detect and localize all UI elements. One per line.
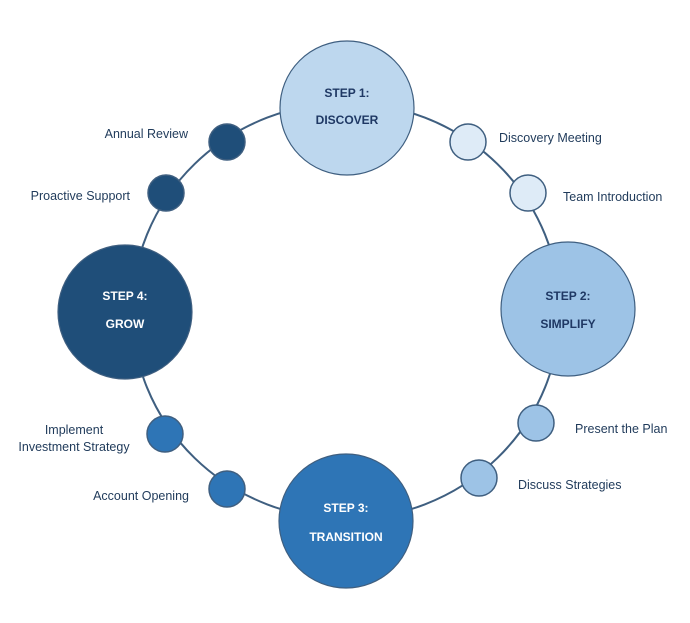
step-4-title: GROW <box>106 317 145 331</box>
node-team-introduction <box>509 174 547 212</box>
step-4-number: STEP 4: <box>102 289 147 303</box>
node-account-opening <box>208 470 246 508</box>
label-account-opening: Account Opening <box>93 489 189 503</box>
step-1-title: DISCOVER <box>316 113 379 127</box>
label-proactive-support: Proactive Support <box>31 189 131 203</box>
step-2-circle <box>500 241 636 377</box>
node-present-the-plan <box>517 404 555 442</box>
step-1-circle <box>279 40 415 176</box>
node-discuss-strategies <box>460 459 498 497</box>
label-implement-line-1: Implement <box>45 423 104 437</box>
step-1-number: STEP 1: <box>324 86 369 100</box>
step-4-circle <box>57 244 193 380</box>
step-3-number: STEP 3: <box>323 501 368 515</box>
label-discuss-strategies: Discuss Strategies <box>518 478 622 492</box>
step-3-circle <box>278 453 414 589</box>
label-team-introduction: Team Introduction <box>563 190 662 204</box>
node-discovery-meeting <box>449 123 487 161</box>
label-discovery-meeting: Discovery Meeting <box>499 131 602 145</box>
node-implement-investment-strategy <box>146 415 184 453</box>
label-annual-review: Annual Review <box>105 127 189 141</box>
node-annual-review <box>208 123 246 161</box>
step-2-title: SIMPLIFY <box>540 317 595 331</box>
label-implement-line-2: Investment Strategy <box>18 440 130 454</box>
step-2-number: STEP 2: <box>545 289 590 303</box>
label-present-the-plan: Present the Plan <box>575 422 667 436</box>
node-proactive-support <box>147 174 185 212</box>
step-3-title: TRANSITION <box>309 530 382 544</box>
